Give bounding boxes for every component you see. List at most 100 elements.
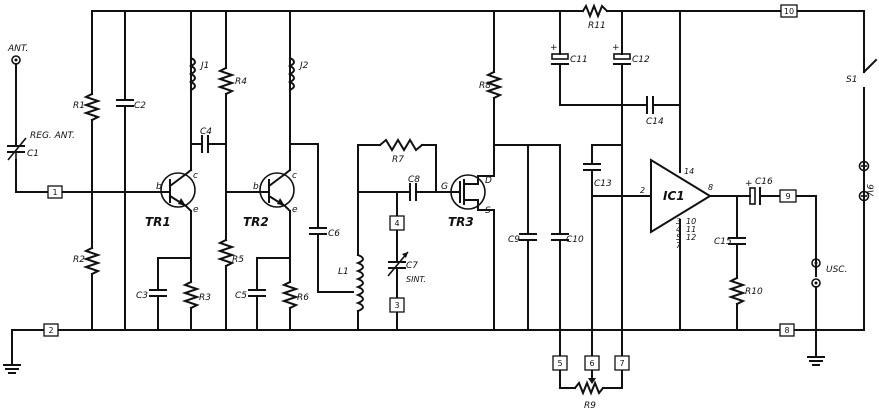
svg-text:10: 10 [784, 7, 794, 16]
label-c13: C13 [594, 179, 612, 189]
label-tr2-e: e [292, 205, 298, 215]
capacitor-c16 [749, 187, 817, 277]
inductor-l1 [355, 144, 381, 331]
label-c12-plus: + [612, 43, 620, 53]
label-s1: S1 [846, 75, 857, 85]
svg-text:3: 3 [394, 301, 399, 310]
terminal-t3: 3 [389, 297, 405, 313]
transistor-tr3 [449, 144, 495, 331]
label-l1: L1 [338, 267, 349, 277]
label-r11: R11 [588, 21, 606, 31]
label-j2: J2 [298, 61, 309, 71]
label-c11: C11 [570, 55, 588, 65]
label-r10: R10 [745, 287, 763, 297]
label-ic1: IC1 [663, 189, 685, 203]
label-c14: C14 [646, 117, 664, 127]
label-tr3: TR3 [448, 215, 474, 229]
output-jack [811, 258, 821, 331]
label-c8: C8 [408, 175, 420, 185]
label-ic-pin-11: 11 [686, 225, 696, 234]
label-c6: C6 [328, 229, 340, 239]
label-tr3-s: S [485, 206, 491, 216]
capacitor-c5 [248, 257, 291, 331]
label-ic-pin-12: 12 [686, 233, 696, 242]
label-tr1-c: c [193, 171, 198, 181]
label-c1: C1 [27, 149, 39, 159]
label-r9: R9 [584, 401, 596, 411]
terminal-t2: 2 [43, 323, 59, 337]
capacitor-c1 [7, 137, 27, 161]
label-ic-pin14: 14 [684, 167, 694, 176]
capacitor-c12 [613, 10, 631, 106]
label-c16-plus: + [745, 179, 753, 189]
label-tr1-b: b [156, 182, 162, 192]
label-c16: C16 [755, 177, 773, 187]
capacitor-c7 [387, 191, 409, 331]
label-r5: R5 [232, 255, 244, 265]
label-r8: R8 [479, 81, 491, 91]
resistor-r1 [82, 10, 102, 249]
label-c3: C3 [136, 291, 148, 301]
label-tr1: TR1 [145, 215, 171, 229]
label-c12: C12 [632, 55, 650, 65]
svg-text:7: 7 [619, 359, 624, 368]
capacitor-c10 [551, 144, 569, 357]
label-ic-pin-7: 7 [676, 241, 682, 250]
capacitor-c14 [621, 10, 681, 173]
terminal-t9: 9 [779, 189, 797, 203]
label-ic-pin-4: 4 [676, 225, 681, 234]
integrated-circuit-ic1 [650, 158, 751, 331]
resistor-r8 [484, 10, 504, 146]
ground-rail [3, 329, 865, 374]
capacitor-c9 [493, 144, 561, 331]
capacitor-c8 [357, 183, 451, 201]
label-c5: C5 [235, 291, 247, 301]
label-tr3-d: D [485, 176, 492, 186]
inductor-j2 [287, 56, 295, 92]
svg-text:8: 8 [784, 326, 789, 335]
terminal-t1: 1 [47, 185, 63, 199]
terminal-t10: 10 [780, 4, 798, 18]
label-c1-note: REG. ANT. [30, 131, 75, 141]
svg-text:6: 6 [589, 359, 594, 368]
switch-s1 [862, 58, 878, 97]
label-r2: R2 [73, 255, 85, 265]
svg-text:1: 1 [52, 188, 57, 197]
resistor-r10 [727, 276, 747, 331]
battery-9v [858, 160, 870, 202]
label-r4: R4 [235, 77, 247, 87]
label-j1: J1 [199, 61, 209, 71]
label-batt: 9V [864, 184, 874, 197]
label-r1: R1 [73, 101, 85, 111]
label-tr1-e: e [193, 205, 199, 215]
label-tr3-g: G [441, 182, 448, 192]
label-c7-note: SINT. [406, 275, 426, 284]
label-c15: C15 [714, 237, 732, 247]
label-ic-pin8: 8 [708, 183, 713, 192]
label-r3: R3 [199, 293, 211, 303]
resistor-r2 [82, 246, 102, 331]
ic1-input-wire [591, 104, 652, 357]
svg-text:4: 4 [394, 219, 399, 228]
label-r6: R6 [297, 293, 309, 303]
capacitor-c2 [116, 10, 134, 331]
label-r7: R7 [392, 155, 404, 165]
capacitor-c15 [728, 195, 746, 279]
resistor-r6 [280, 257, 300, 331]
inductor-j1 [188, 56, 196, 92]
label-ic-pin-3: 3 [676, 217, 681, 226]
terminal-t6: 6 [584, 355, 600, 371]
capacitor-c13 [583, 144, 623, 357]
svg-text:9: 9 [785, 192, 790, 201]
svg-text:5: 5 [557, 359, 562, 368]
capacitor-c6 [289, 143, 354, 293]
terminal-t7: 7 [614, 355, 630, 371]
label-c9: C9 [508, 235, 520, 245]
capacitor-c11 [551, 10, 623, 106]
capacitor-c4 [190, 135, 227, 153]
resistor-r3 [181, 257, 201, 331]
label-ic-pin-10: 10 [686, 217, 696, 226]
label-tr2-b: b [253, 182, 259, 192]
resistor-r7 [378, 138, 437, 193]
